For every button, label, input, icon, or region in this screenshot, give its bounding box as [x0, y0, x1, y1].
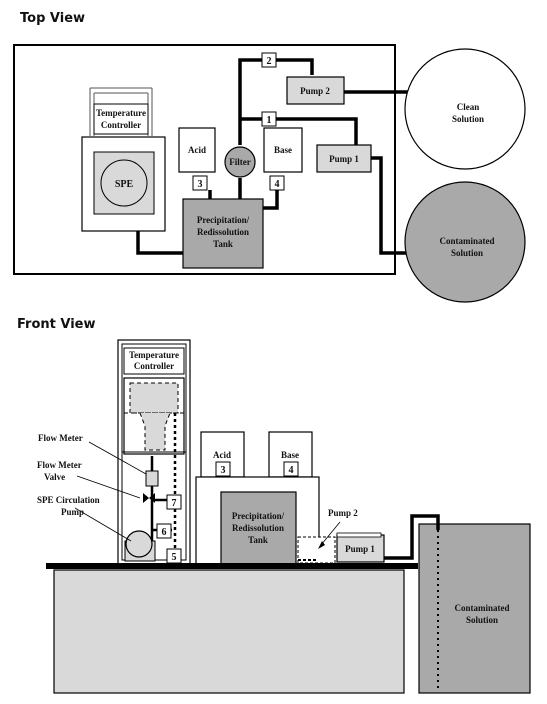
- top-pump-1-label: Pump 1: [329, 154, 359, 164]
- top-view-title: Top View: [20, 11, 85, 26]
- top-valve-3-label: 3: [198, 179, 203, 190]
- top-contaminated-label-2: Solution: [451, 248, 483, 258]
- front-temp-label-2: Controller: [134, 361, 174, 371]
- front-valve-6-label: 6: [162, 527, 167, 538]
- front-platform-base: [53, 569, 405, 694]
- spe-circulation-pump-label-1: SPE Circulation: [37, 495, 100, 505]
- front-callouts: [74, 441, 147, 542]
- clean-solution-tank: [404, 48, 526, 170]
- pump-2-callout-line: [320, 521, 341, 546]
- front-pump-2-label: Pump 2: [328, 508, 358, 518]
- front-tank-label-2: Redissolution: [232, 523, 284, 533]
- front-valve-5-label: 5: [172, 552, 177, 563]
- front-temp-label-1: Temperature: [129, 350, 179, 360]
- top-pump-1: [316, 144, 372, 173]
- top-valve-4: [269, 175, 285, 191]
- top-spe-unit: SPE: [81, 136, 166, 232]
- top-valve-2-label: 2: [267, 56, 272, 67]
- pump-2-callout-arrow: [318, 541, 325, 549]
- front-contaminated-label-2: Solution: [466, 615, 498, 625]
- top-tank-label-3: Tank: [213, 239, 233, 249]
- top-pump-2-label: Pump 2: [300, 86, 330, 96]
- top-valve-3: [192, 175, 208, 191]
- top-valve-2: [261, 52, 277, 68]
- front-pump-2: [297, 536, 336, 564]
- front-tank-label-1: Precipitation/: [232, 511, 285, 521]
- front-tank-label-3: Tank: [248, 535, 268, 545]
- flow-meter-label: Flow Meter: [38, 433, 83, 443]
- top-contaminated-label-1: Contaminated: [439, 236, 494, 246]
- top-tank: [182, 198, 264, 269]
- top-temp-label-2: Controller: [101, 120, 141, 130]
- front-table-top: [46, 563, 418, 569]
- front-contaminated-label-1: Contaminated: [454, 603, 509, 613]
- front-valve-3: [215, 461, 231, 477]
- top-valve-4-label: 4: [275, 179, 280, 190]
- pipe-v2-pump2: [276, 58, 314, 75]
- top-base-label: Base: [274, 145, 292, 155]
- front-spe-circulation-pump: [124, 530, 156, 562]
- front-valve-7-label: 7: [172, 498, 177, 509]
- front-intake-pipe: [380, 514, 440, 690]
- top-acid-label: Acid: [188, 145, 206, 155]
- clean-solution-label-2: Solution: [452, 114, 484, 124]
- top-pipes: [136, 58, 440, 255]
- top-contaminated-tank: [404, 181, 526, 303]
- top-filter-label: Filter: [229, 157, 251, 167]
- top-pump-2: [286, 76, 345, 105]
- top-spe-label: SPE: [115, 179, 134, 190]
- top-base-container: [263, 127, 303, 173]
- pipe-v1-pump1: [276, 117, 358, 145]
- front-valve-4-label: 4: [289, 465, 294, 476]
- front-tank: [220, 491, 297, 566]
- front-valve-6: [156, 523, 172, 539]
- top-tank-label-1: Precipitation/: [197, 215, 250, 225]
- front-valve-4: [283, 461, 299, 477]
- flow-meter-valve-label-1: Flow Meter: [37, 460, 82, 470]
- top-temp-label-1: Temperature: [96, 108, 146, 118]
- pipe-spe-tank: [136, 231, 183, 255]
- front-view-title: Front View: [17, 317, 96, 332]
- front-base-label: Base: [281, 450, 299, 460]
- top-temperature-controller: Temperature Controller: [89, 87, 153, 136]
- top-tank-label-2: Redissolution: [197, 227, 249, 237]
- top-acid-container: [178, 127, 216, 173]
- spe-circulation-pump-label-2: Pump: [61, 507, 84, 517]
- pipe-filter-v2: [238, 58, 262, 145]
- top-filter: [224, 146, 256, 178]
- front-valve-7: [166, 494, 182, 510]
- front-valve-3-label: 3: [221, 465, 226, 476]
- top-valve-1: [261, 111, 277, 127]
- front-pump-1-lid: [336, 532, 382, 538]
- top-valve-1-label: 1: [267, 115, 272, 126]
- flow-meter-valve-label-2: Valve: [44, 472, 65, 482]
- front-acid-label: Acid: [213, 450, 231, 460]
- clean-solution-label-1: Clean: [457, 102, 480, 112]
- front-pump-1-label: Pump 1: [345, 544, 375, 554]
- front-circulation-plumbing: [143, 413, 177, 564]
- pipe-base-tank: [263, 190, 279, 210]
